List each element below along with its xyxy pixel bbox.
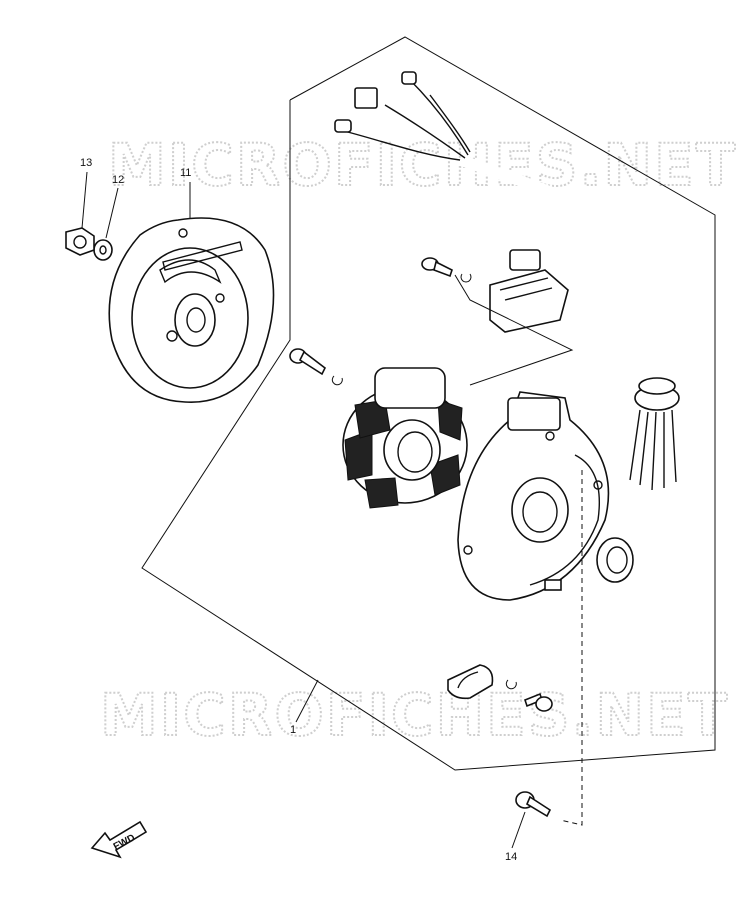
clamp-screw [524, 692, 553, 712]
watermark-bottom: MICROFICHES.NET [100, 681, 729, 749]
connector-block [354, 87, 378, 109]
connector-plug-1 [334, 119, 352, 133]
pulser-leader [454, 274, 574, 386]
stator-coil [342, 367, 468, 509]
oil-seal [596, 537, 634, 583]
callout-12: 12 [112, 174, 124, 186]
flywheel-rotor [108, 217, 275, 403]
forward-arrow-icon: FWD [90, 820, 148, 859]
pulser-coil [489, 249, 569, 333]
bolt-14 [515, 791, 552, 818]
callout-1: 1 [290, 724, 296, 736]
leader-13 [81, 171, 88, 229]
leader-12 [105, 187, 119, 239]
nut-13 [65, 227, 95, 256]
stator-screw [289, 348, 343, 386]
clamp-washer [505, 679, 517, 690]
callout-13: 13 [80, 157, 92, 169]
wire-harness [334, 71, 680, 491]
pulser-screw [421, 257, 472, 283]
connector-plug-2 [401, 71, 417, 85]
washer-12 [93, 239, 113, 261]
watermark-top: MICROFICHES.NET [108, 131, 737, 199]
alignment-line [559, 470, 583, 826]
leader-1 [295, 679, 319, 723]
wire-clamp [447, 664, 494, 700]
assembly-outline [141, 36, 716, 771]
base-plate [457, 391, 610, 601]
callout-14: 14 [505, 851, 517, 863]
callout-11: 11 [180, 167, 191, 179]
leader-14 [511, 811, 526, 849]
fwd-label: FWD [112, 832, 137, 852]
